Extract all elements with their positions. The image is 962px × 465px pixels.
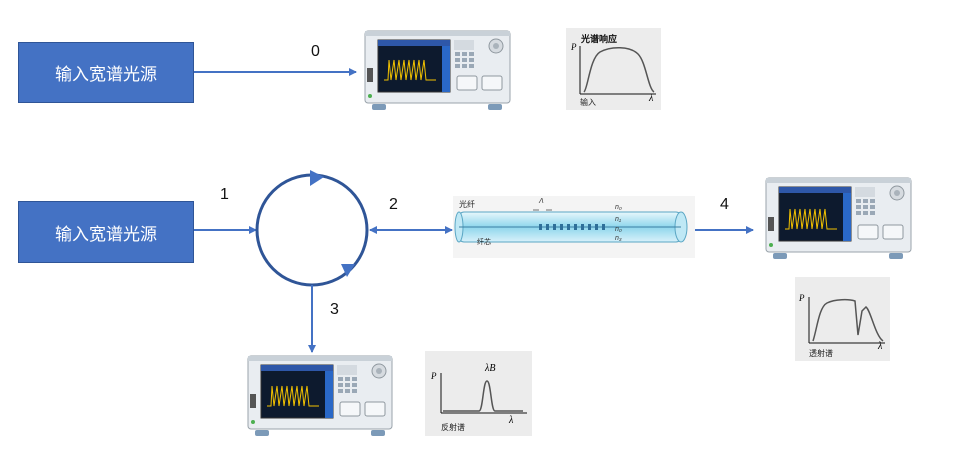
- transmission-spectrum-panel: P λ 透射谱: [795, 277, 890, 361]
- reflection-panel-x-label: λ: [509, 415, 514, 426]
- circulator-arrowhead-bottom: [341, 264, 355, 277]
- port-0-label: 0: [311, 43, 320, 60]
- broadband-source-bottom: 输入宽谱光源: [18, 201, 194, 263]
- grating-period-label: Λ: [539, 198, 544, 205]
- reflection-panel-y-label: P: [431, 371, 437, 381]
- index-n0-mid: n₀: [615, 226, 622, 233]
- port-3-label: 3: [330, 301, 339, 318]
- fiber-label: 光纤: [459, 200, 475, 209]
- osa-drawing: [765, 177, 912, 259]
- osa-instrument-top: [362, 28, 513, 112]
- input-spectrum-plot: [579, 46, 656, 95]
- grating-marks: [539, 224, 605, 230]
- fiber-grating: 光纤 纤芯 Λ n₀ n₁ n₀ n₃: [453, 196, 695, 258]
- reflection-peak-label: λB: [485, 363, 496, 374]
- input-spectrum-panel: 光谱响应 P λ 输入: [566, 28, 661, 110]
- source-bottom-label: 输入宽谱光源: [55, 224, 157, 244]
- input-panel-x-label: λ: [649, 93, 654, 104]
- osa-drawing: [364, 30, 511, 110]
- transmission-panel-y-label: P: [799, 293, 805, 303]
- port-2-label: 2: [389, 196, 398, 213]
- input-panel-title: 光谱响应: [581, 34, 618, 44]
- index-n3: n₃: [615, 235, 622, 242]
- circulator-arrowhead-top: [310, 170, 324, 186]
- index-n1: n₁: [615, 216, 622, 223]
- transmission-spectrum-plot: [808, 297, 885, 344]
- port-1-label: 1: [220, 186, 229, 203]
- osa-instrument-bottom: [245, 353, 395, 439]
- transmission-panel-caption: 透射谱: [809, 349, 833, 358]
- input-panel-y-label: P: [571, 42, 577, 52]
- fiber-illustration: [453, 196, 695, 258]
- osa-drawing: [247, 355, 393, 436]
- index-n0-top: n₀: [615, 204, 622, 211]
- input-panel-caption: 输入: [580, 98, 596, 107]
- reflection-spectrum-panel: P λB λ 反射谱: [425, 351, 532, 436]
- transmission-panel-x-label: λ: [878, 341, 883, 352]
- core-label: 纤芯: [477, 239, 491, 246]
- broadband-source-top: 输入宽谱光源: [18, 42, 194, 103]
- port-4-label: 4: [720, 196, 729, 213]
- osa-instrument-right: [763, 175, 914, 263]
- reflection-panel-caption: 反射谱: [441, 423, 465, 432]
- reflection-spectrum-plot: [440, 373, 527, 414]
- source-top-label: 输入宽谱光源: [55, 65, 157, 84]
